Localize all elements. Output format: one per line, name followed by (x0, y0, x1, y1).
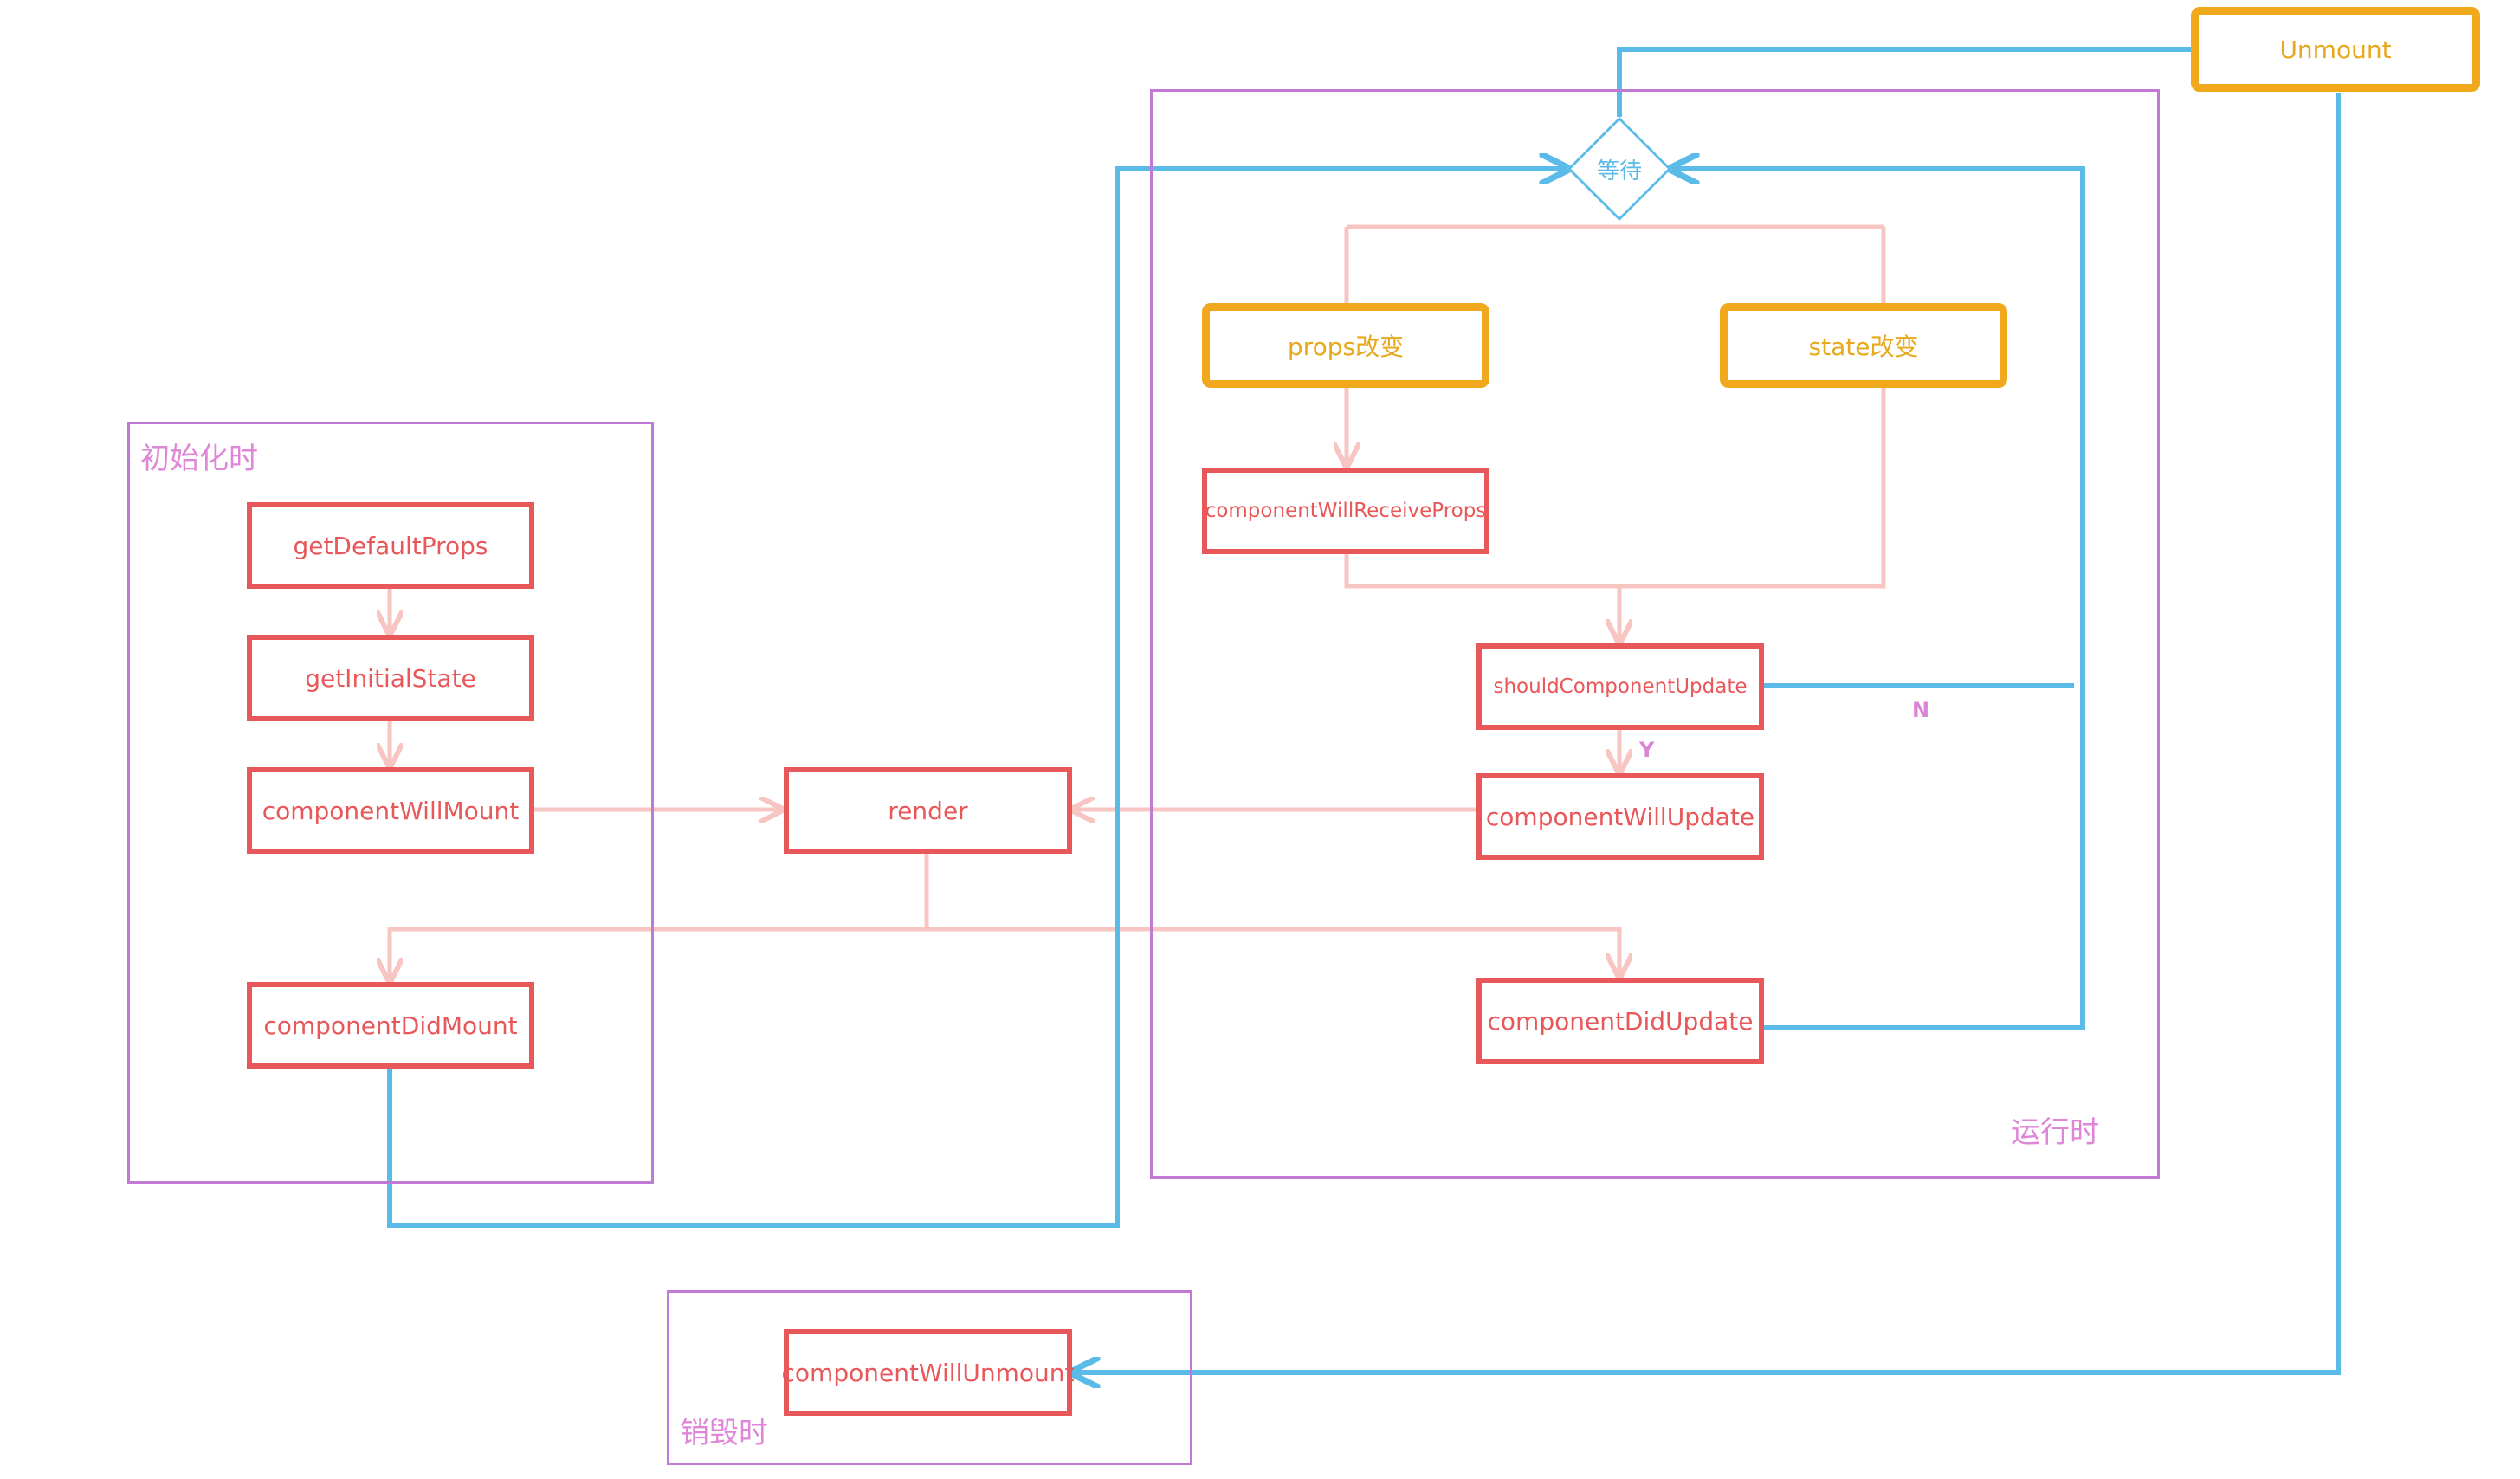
edge-label-no: N (1912, 698, 1930, 722)
edge-render-to-didmount (390, 927, 927, 981)
render-node[interactable]: render (784, 767, 1072, 854)
componentdidmount-node[interactable]: componentDidMount (247, 982, 534, 1069)
edge-state-merge (1619, 386, 1886, 589)
group-destroy-label: 销毁时 (680, 1416, 768, 1450)
wait-decision[interactable]: 等待 (1567, 117, 1671, 221)
unmount-node[interactable]: Unmount (2191, 7, 2480, 92)
shouldcomponentupdate-node[interactable]: shouldComponentUpdate (1476, 643, 1764, 730)
edge-didupdate-to-wait (1671, 169, 2085, 1030)
getdefaultprops-node[interactable]: getDefaultProps (247, 502, 534, 589)
state-change-node[interactable]: state改变 (1720, 303, 2007, 388)
props-change-node[interactable]: props改变 (1202, 303, 1489, 388)
edge-receiveprops-merge (1344, 552, 1619, 589)
edge-didmount-to-wait (387, 169, 1567, 1228)
group-init (127, 422, 654, 1184)
group-runtime-label: 运行时 (2011, 1115, 2099, 1150)
edge-render-to-didupdate (927, 927, 1619, 977)
wait-label: 等待 (1596, 158, 1642, 184)
edge-unmount-to-willunmount (1072, 93, 2341, 1372)
componentwillunmount-node[interactable]: componentWillUnmount (782, 1329, 1074, 1416)
componentwillreceiveprops-node[interactable]: componentWillReceiveProps (1202, 468, 1489, 554)
componentwillupdate-node[interactable]: componentWillUpdate (1476, 773, 1764, 860)
group-destroy (667, 1290, 1192, 1465)
group-init-label: 初始化时 (140, 442, 258, 476)
getinitialstate-node[interactable]: getInitialState (247, 635, 534, 721)
componentdidupdate-node[interactable]: componentDidUpdate (1476, 978, 1764, 1064)
group-runtime (1150, 89, 2160, 1179)
edge-unmount-to-wait (1617, 47, 2195, 117)
edge-label-yes: Y (1639, 738, 1655, 762)
componentwillmount-node[interactable]: componentWillMount (247, 767, 534, 854)
